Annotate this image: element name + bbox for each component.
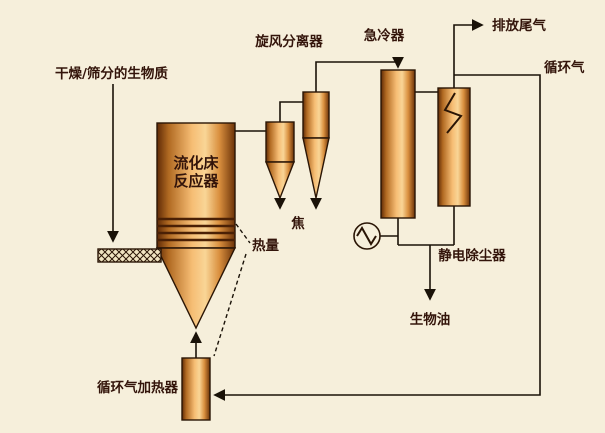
esp-column [437,87,471,207]
reactor-label-line2: 反应器 [173,172,219,190]
pipes [107,19,541,401]
label-exhaust: 排放尾气 [492,17,546,34]
esp-body [437,87,471,207]
cyclone-2 [302,91,330,199]
fluidized-bed-reactor: 流化床 反应器 [155,122,237,330]
cyclone1-cone [264,161,296,200]
label-feed: 干燥/筛分的生物质 [55,65,168,82]
cyclone1-to-cyclone2-pipe [279,101,303,122]
label-cyclone: 旋风分离器 [254,33,323,50]
label-bio-oil: 生物油 [410,311,451,328]
cyclone2-body [302,91,330,139]
reactor-cone [155,247,237,330]
label-esp: 静电除尘器 [438,247,506,264]
label-quench: 急冷器 [364,27,405,44]
label-heat: 热量 [252,237,279,254]
cyclone1-body [265,121,295,163]
quench-cooler-pump [353,222,381,250]
label-recycle-gas: 循环气 [544,59,585,76]
cooler-zigzag [356,226,377,246]
feeder-hatch [97,248,162,263]
heat-dash-lower [213,253,247,357]
label-recycle-heater: 循环气加热器 [97,379,178,396]
feed-conveyor [97,248,162,263]
heat-dashed-lines [213,223,251,357]
quench-body [380,69,416,219]
recycle-gas-line [213,74,541,401]
cyclone2-to-quench-pipe [315,56,404,92]
esp-electrode-zigzag [443,92,463,134]
heater-body [181,357,211,421]
heat-dash-upper [235,223,251,244]
labels: 干燥/筛分的生物质 旋风分离器 急冷器 排放尾气 循环气 焦 热量 静电除尘器 … [55,17,585,396]
recycle-gas-heater [181,357,211,421]
reactor-label-line1: 流化床 [173,154,219,172]
cyclone-1 [264,121,296,200]
exhaust-line [453,19,484,88]
cyclone2-cone [302,137,330,199]
label-char: 焦 [290,215,305,232]
quench-column [380,69,416,219]
